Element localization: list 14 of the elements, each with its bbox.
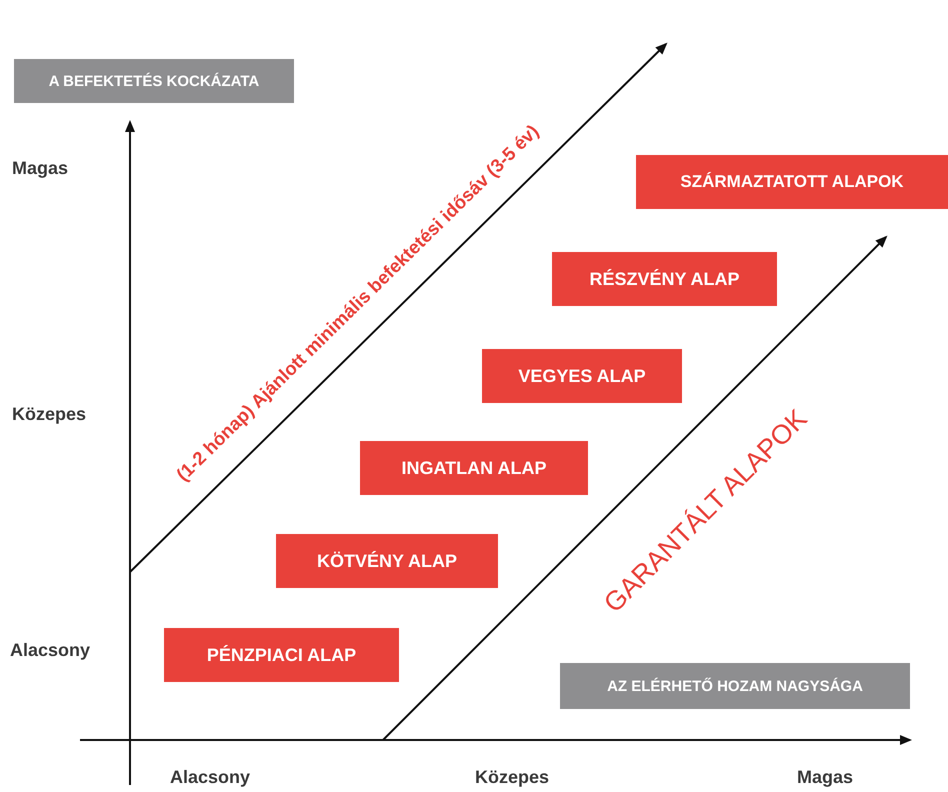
fund-box: INGATLAN ALAP: [360, 441, 588, 495]
axis-tick-label: Közepes: [12, 404, 86, 425]
axis-tick-label: Magas: [12, 158, 68, 179]
axis-tick-label: Alacsony: [170, 767, 250, 788]
axis-tick-label: Magas: [797, 767, 854, 788]
axis-title-box: A BEFEKTETÉS KOCKÁZATA: [14, 59, 294, 103]
fund-box: SZÁRMAZTATOTT ALAPOK: [636, 155, 948, 209]
axis-title-box: AZ ELÉRHETŐ HOZAM NAGYSÁGA: [560, 663, 910, 709]
fund-box: PÉNZPIACI ALAP: [164, 628, 399, 682]
axis-tick-label: Közepes: [475, 767, 550, 788]
axis-tick-label: Alacsony: [10, 640, 90, 661]
fund-box: KÖTVÉNY ALAP: [276, 534, 498, 588]
fund-box: RÉSZVÉNY ALAP: [552, 252, 777, 306]
fund-box: VEGYES ALAP: [482, 349, 682, 403]
